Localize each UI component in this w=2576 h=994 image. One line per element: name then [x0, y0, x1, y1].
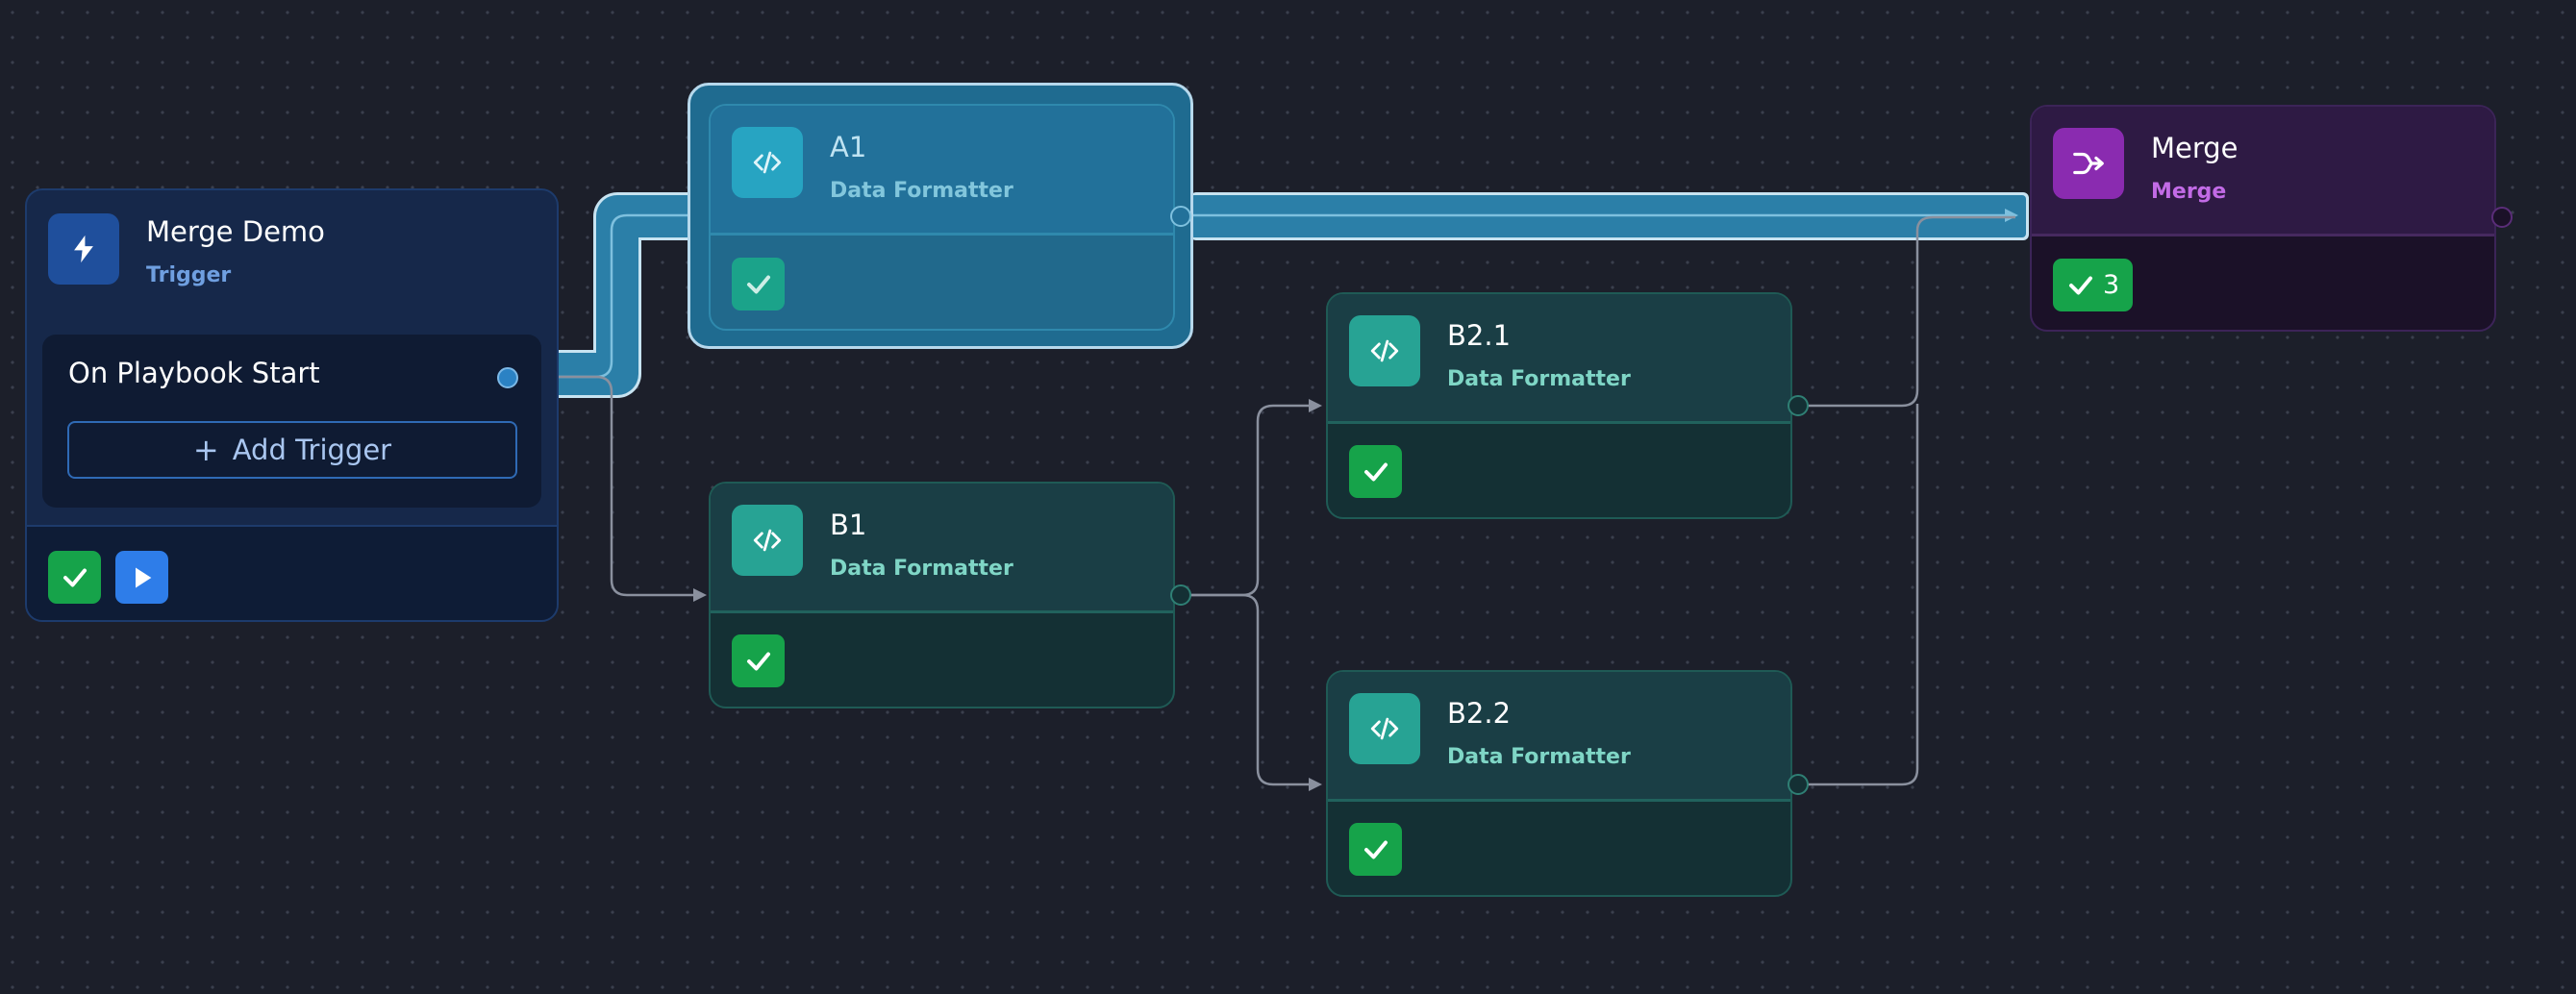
node-footer — [27, 525, 557, 620]
node-header: A1 Data Formatter — [711, 106, 1173, 236]
check-icon — [1349, 823, 1402, 876]
trigger-event-card: On Playbook Start + Add Trigger — [42, 335, 541, 508]
node-title: B1 — [830, 509, 867, 541]
edge-b1-b22[interactable] — [1181, 593, 1322, 791]
b1-output-port[interactable] — [1170, 584, 1191, 606]
play-icon[interactable] — [115, 551, 168, 604]
edge-b1-b21[interactable] — [1181, 399, 1322, 597]
node-b1[interactable]: B1 Data Formatter — [709, 482, 1175, 708]
check-icon — [732, 258, 785, 311]
lightning-icon — [48, 213, 119, 285]
code-icon — [1349, 693, 1420, 764]
b21-output-port[interactable] — [1788, 395, 1809, 416]
node-title: B2.2 — [1447, 697, 1512, 730]
check-icon — [48, 551, 101, 604]
node-header: B2.1 Data Formatter — [1328, 294, 1790, 424]
node-b22[interactable]: B2.2 Data Formatter — [1326, 670, 1792, 897]
code-icon — [732, 505, 803, 576]
trigger-node[interactable]: Merge Demo Trigger On Playbook Start + A… — [25, 188, 559, 622]
node-title: Merge Demo — [146, 215, 325, 248]
code-icon — [732, 127, 803, 198]
merge-count: 3 — [2103, 270, 2120, 300]
code-icon — [1349, 315, 1420, 386]
node-subtitle: Data Formatter — [830, 179, 1013, 203]
node-header: B2.2 Data Formatter — [1328, 672, 1790, 802]
check-icon — [2069, 276, 2092, 294]
trigger-output-port[interactable] — [497, 367, 518, 388]
node-subtitle: Data Formatter — [1447, 745, 1631, 769]
node-subtitle: Data Formatter — [830, 557, 1013, 581]
node-b21[interactable]: B2.1 Data Formatter — [1326, 292, 1792, 519]
node-subtitle: Merge — [2151, 180, 2227, 204]
node-header: Merge Merge — [2032, 107, 2494, 236]
merge-count-badge: 3 — [2053, 259, 2134, 311]
node-subtitle: Data Formatter — [1447, 367, 1631, 391]
node-title: A1 — [830, 131, 867, 163]
check-icon — [1349, 445, 1402, 498]
node-title: B2.1 — [1447, 319, 1512, 352]
check-icon — [732, 634, 785, 687]
node-a1[interactable]: A1 Data Formatter — [709, 104, 1175, 331]
node-subtitle: Trigger — [146, 263, 232, 287]
add-trigger-button[interactable]: + Add Trigger — [67, 421, 517, 479]
plus-icon: + — [192, 432, 219, 468]
add-trigger-label: Add Trigger — [232, 434, 392, 466]
merge-icon — [2053, 128, 2124, 199]
edge-trigger-b1[interactable] — [506, 375, 707, 602]
node-title: Merge — [2151, 132, 2238, 164]
edge-b22-merge[interactable] — [1798, 404, 1919, 786]
trigger-event-label: On Playbook Start — [68, 357, 320, 389]
merge-node[interactable]: Merge Merge 3 — [2030, 105, 2496, 332]
b22-output-port[interactable] — [1788, 774, 1809, 795]
node-header: B1 Data Formatter — [711, 484, 1173, 613]
a1-output-port[interactable] — [1170, 206, 1191, 227]
edge-b21-merge[interactable] — [1798, 215, 2015, 408]
edge-trigger-a1[interactable] — [506, 209, 707, 379]
merge-output-port[interactable] — [2491, 207, 2513, 228]
